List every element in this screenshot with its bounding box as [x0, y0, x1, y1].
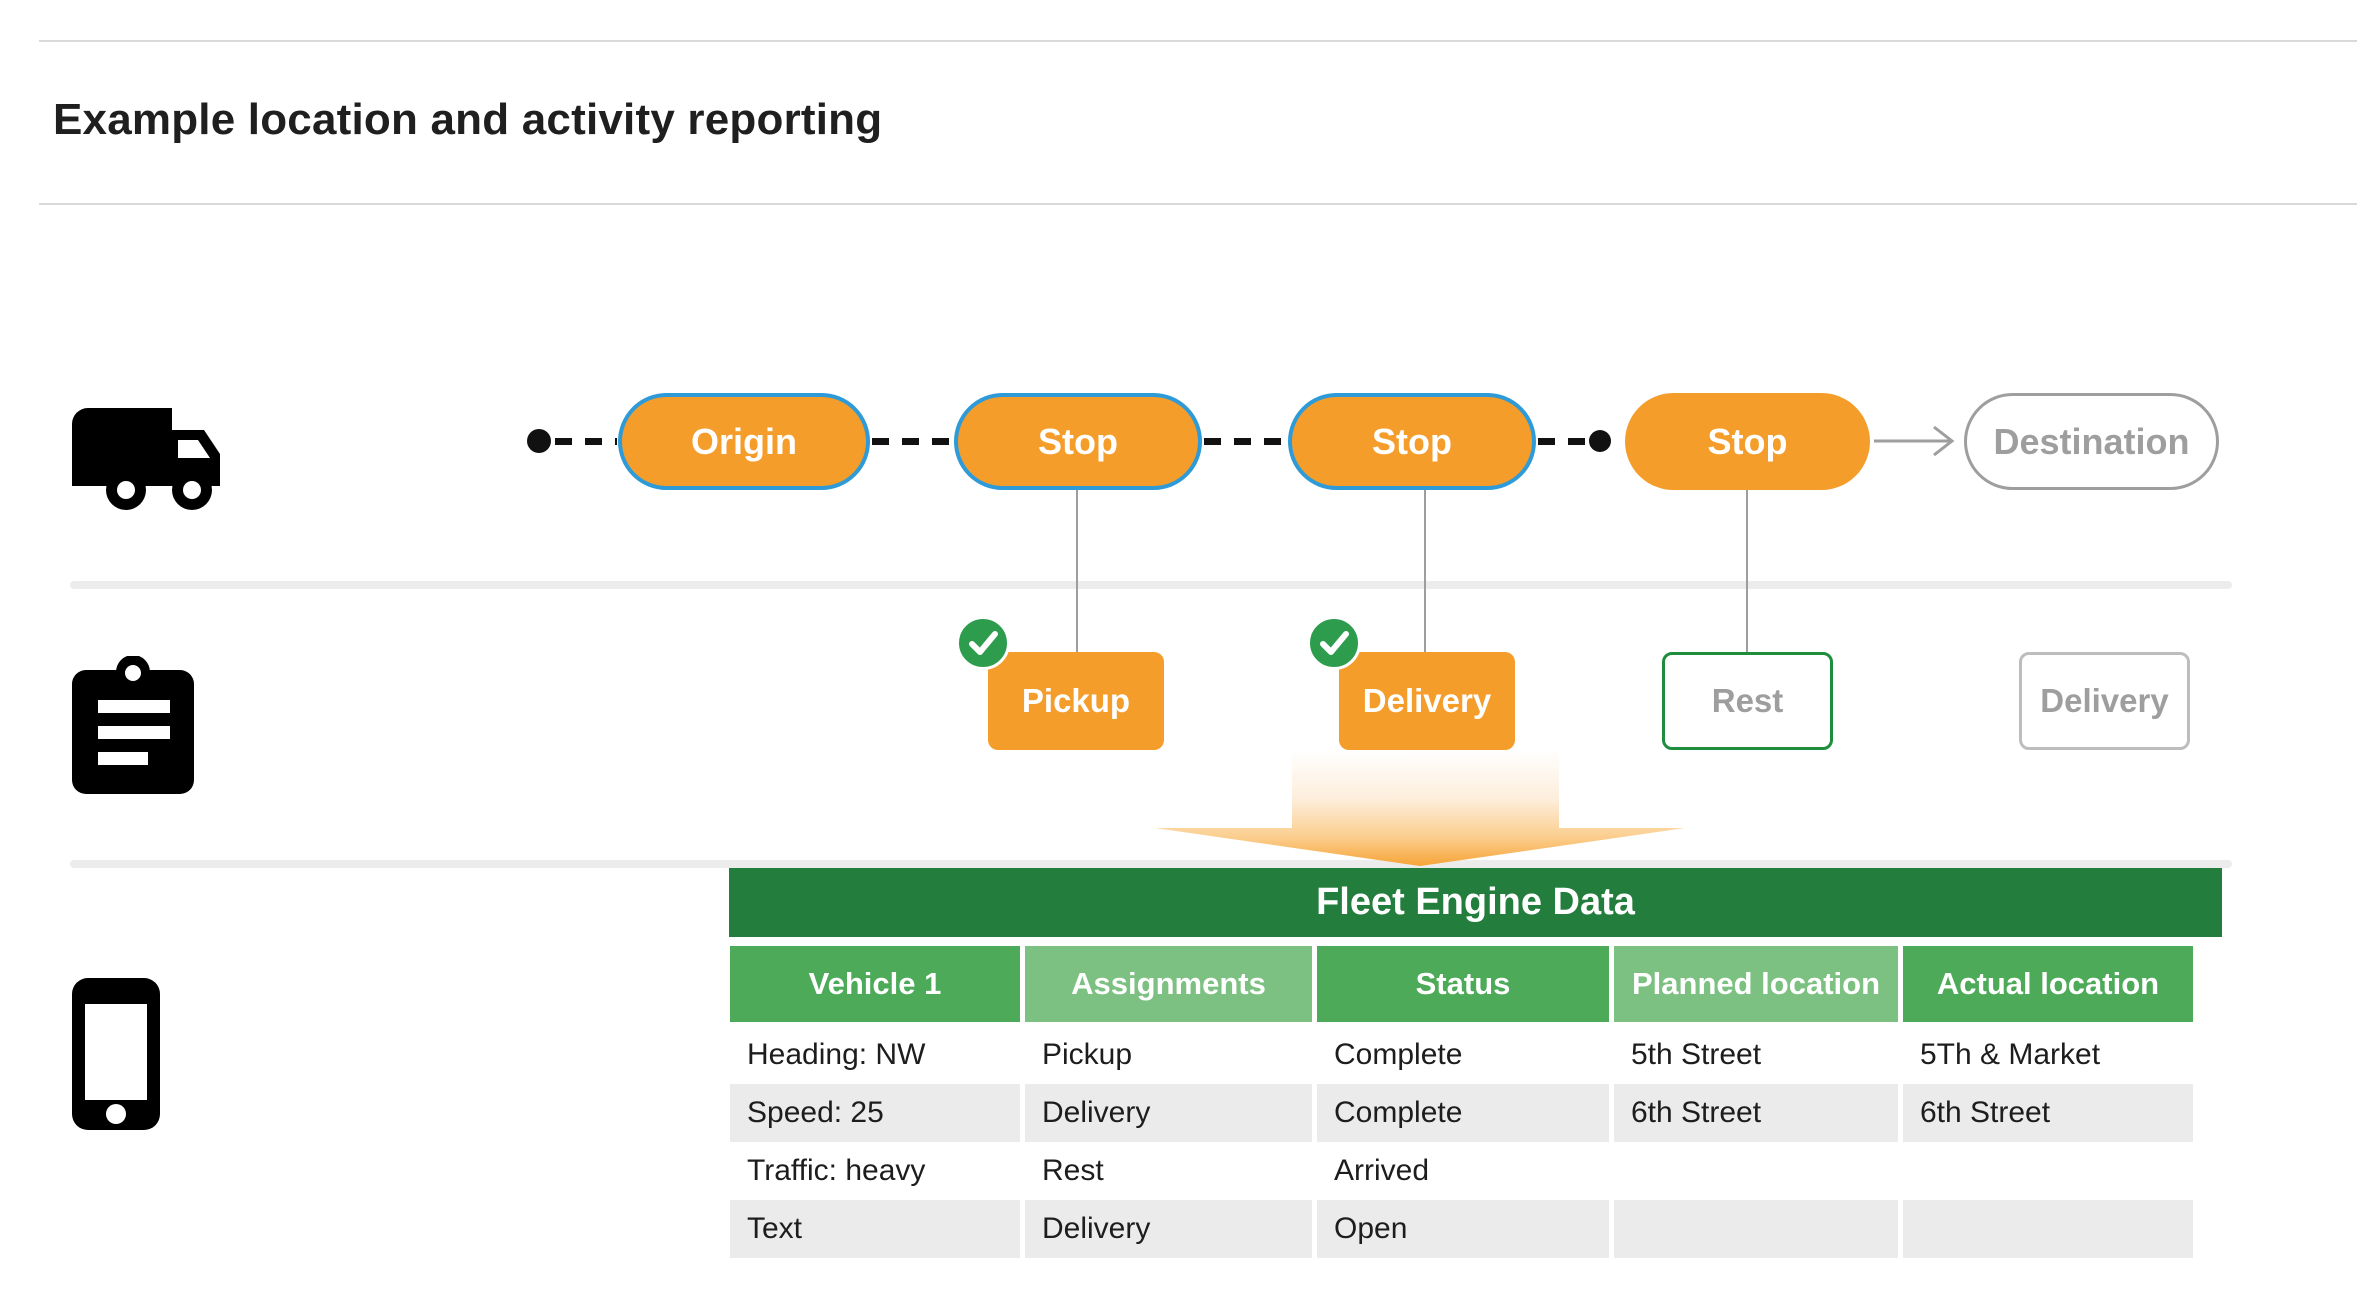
column-header-planned-location: Planned location [1614, 946, 1898, 1022]
table-title-banner: Fleet Engine Data [729, 868, 2222, 937]
table-title: Fleet Engine Data [1316, 881, 1635, 923]
table-cell: 5Th & Market [1920, 1038, 2101, 1071]
activity-pickup: Pickup [988, 652, 1164, 750]
route-stop-origin: Origin [618, 393, 870, 490]
phone-icon [72, 978, 160, 1130]
column-header-vehicle: Vehicle 1 [730, 946, 1020, 1022]
route-stop-3: Stop [1625, 393, 1870, 490]
table-body: Heading: NW Pickup Complete 5th Street 5… [730, 1026, 2193, 1258]
route-stop-1: Stop [954, 393, 1202, 490]
table-cell: Traffic: heavy [747, 1154, 926, 1187]
header-top-rule [39, 40, 2357, 42]
table-cell: Arrived [1334, 1154, 1430, 1187]
activity-label: Pickup [1021, 682, 1131, 719]
clipboard-icon [72, 656, 194, 794]
table-cell: Rest [1042, 1154, 1104, 1187]
table-cell: 6th Street [1903, 1084, 2193, 1142]
table-cell [1614, 1200, 1898, 1258]
table-cell: Speed: 25 [730, 1084, 1020, 1142]
connector-line [1746, 490, 1748, 652]
activity-delivery-upcoming: Delivery [2019, 652, 2190, 750]
column-header-assignments: Assignments [1025, 946, 1312, 1022]
section-divider-2 [70, 860, 2232, 868]
route-stop-destination: Destination [1964, 393, 2219, 490]
header-bottom-rule [39, 203, 2357, 205]
truck-icon [72, 400, 220, 512]
activity-label: Delivery [2040, 682, 2169, 719]
table-cell [1903, 1200, 2193, 1258]
table-cell: Complete [1334, 1038, 1463, 1071]
vehicle-position-dot [1589, 430, 1611, 452]
column-header-status: Status [1317, 946, 1609, 1022]
table-header-row: Vehicle 1 Assignments Status Planned loc… [730, 946, 2193, 1022]
table-cell: Delivery [1025, 1200, 1312, 1258]
check-circle-icon [956, 616, 1010, 670]
activity-rest: Rest [1662, 652, 1833, 750]
route-stop-label: Origin [691, 420, 797, 462]
route-dash-segment [555, 438, 617, 445]
route-start-dot [527, 429, 551, 453]
route-dash-segment [872, 438, 952, 445]
table-cell: Text [730, 1200, 1020, 1258]
table-cell [1614, 1142, 1898, 1200]
column-header-actual-location: Actual location [1903, 946, 2193, 1022]
data-flow-arrow-icon [1155, 750, 1685, 866]
route-stop-2: Stop [1288, 393, 1536, 490]
page-title: Example location and activity reporting [53, 95, 883, 145]
activity-label: Rest [1711, 682, 1784, 719]
route-stop-label: Stop [1372, 420, 1452, 462]
connector-line [1076, 490, 1078, 652]
table-cell: Pickup [1042, 1038, 1133, 1071]
route-stop-label: Stop [1707, 420, 1788, 462]
activity-delivery: Delivery [1339, 652, 1515, 750]
route-dash-segment [1204, 438, 1286, 445]
table-cell: Delivery [1025, 1084, 1312, 1142]
route-dash-segment [1538, 438, 1588, 445]
table-cell [1903, 1142, 2193, 1200]
route-stop-label: Stop [1038, 420, 1118, 462]
table-cell: Complete [1317, 1084, 1609, 1142]
check-circle-icon [1307, 616, 1361, 670]
route-arrow-to-destination [1874, 421, 1962, 461]
connector-line [1424, 490, 1426, 652]
route-stop-label: Destination [1993, 420, 2190, 462]
table-cell: 5th Street [1631, 1038, 1762, 1071]
table-cell: Heading: NW [747, 1038, 926, 1071]
section-divider-1 [70, 581, 2232, 589]
table-cell: 6th Street [1614, 1084, 1898, 1142]
activity-label: Delivery [1362, 682, 1492, 719]
table-cell: Open [1317, 1200, 1609, 1258]
